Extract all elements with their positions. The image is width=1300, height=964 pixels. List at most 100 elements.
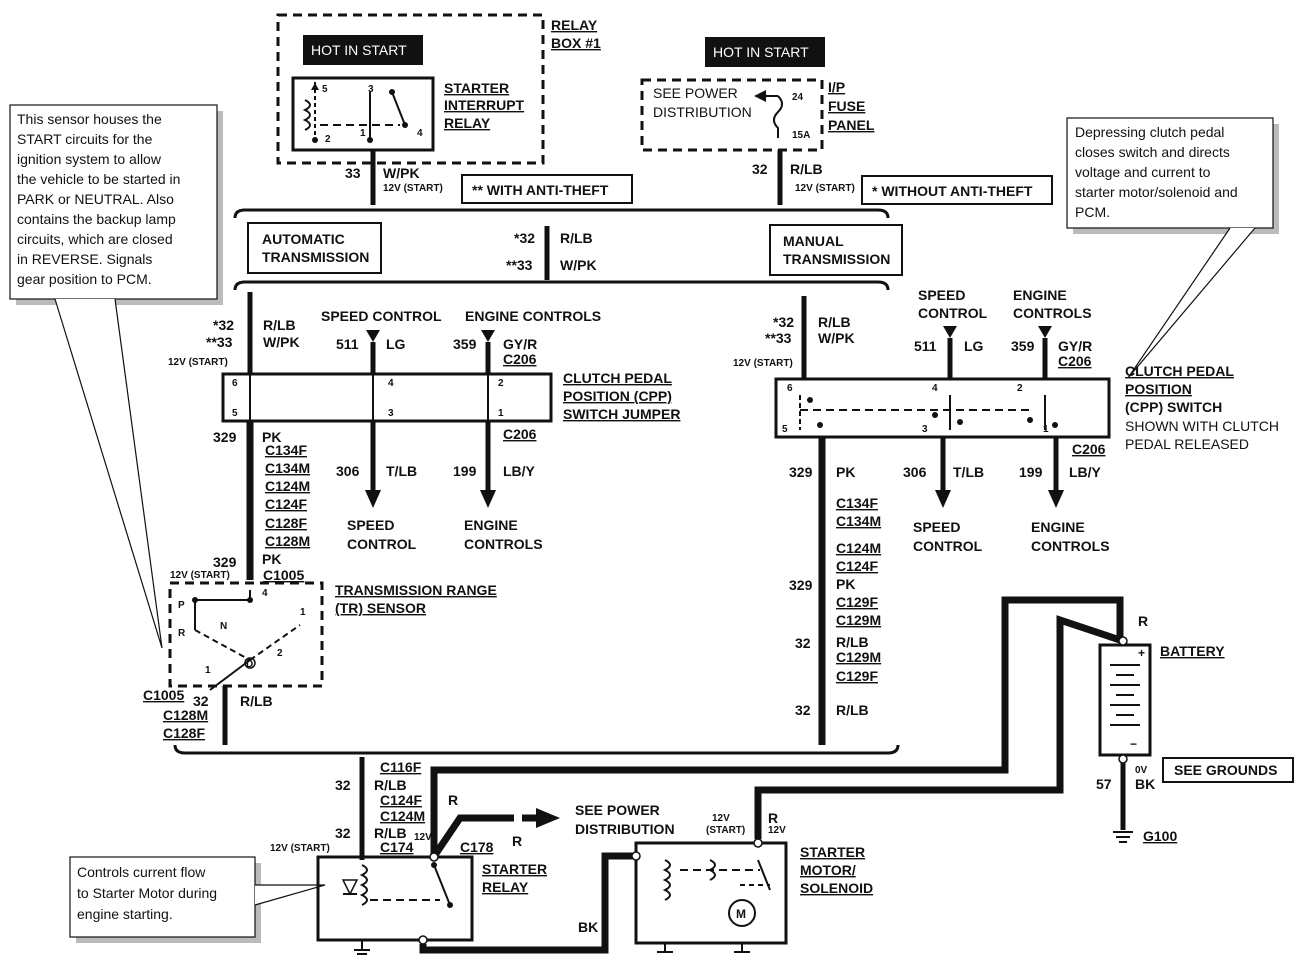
- diagram-label: +: [1138, 646, 1145, 660]
- tr-note-line-1: This sensor houses the: [17, 111, 162, 127]
- top-left-voltage: 12V (START): [383, 183, 443, 194]
- right-speed-control-2: CONTROL: [918, 305, 988, 321]
- diagram-label: −: [1130, 737, 1137, 751]
- diagram-label: 511: [914, 338, 937, 354]
- diagram-label: 359: [1011, 338, 1035, 354]
- diagram-label: R/LB: [263, 317, 296, 333]
- mid-color-32: R/LB: [560, 230, 593, 246]
- without-anti-theft: * WITHOUT ANTI-THEFT: [872, 183, 1033, 199]
- ground-label: G100: [1143, 828, 1177, 844]
- diagram-label: 12V: [414, 832, 432, 843]
- diagram-label: 199: [1019, 464, 1043, 480]
- diagram-label: 306: [336, 463, 360, 479]
- battery-label: BATTERY: [1160, 643, 1225, 659]
- clutch-callout: Depressing clutch pedal closes switch an…: [1066, 117, 1279, 379]
- diagram-label: D: [246, 659, 253, 670]
- mid-color-33: W/PK: [560, 257, 597, 273]
- diagram-label: 359: [453, 336, 477, 352]
- relay-note-line-1: Controls current flow: [77, 864, 206, 880]
- left-speed-control-label: SPEED CONTROL: [321, 308, 442, 324]
- tr-note-line-9: gear position to PCM.: [17, 271, 152, 287]
- see-grounds-box: [1162, 757, 1294, 783]
- diagram-label: R/LB: [836, 702, 869, 718]
- with-anti-theft: ** WITH ANTI-THEFT: [472, 182, 609, 198]
- diagram-label: GY/R: [503, 336, 537, 352]
- diagram-label: 1: [360, 128, 366, 139]
- relay-box-label-1: RELAY: [551, 17, 598, 33]
- diagram-label: C206: [503, 351, 537, 367]
- diagram-label: 306: [903, 464, 927, 480]
- diagram-label: 32: [795, 635, 811, 651]
- left-speed-control-out-1: SPEED: [347, 517, 394, 533]
- diagram-label: 1: [1043, 424, 1049, 435]
- mid-circuit-33: **33: [506, 257, 533, 273]
- diagram-label: C124M: [265, 478, 310, 494]
- diagram-label: 0V: [1135, 765, 1148, 776]
- cpp-jumper-label-1: CLUTCH PEDAL: [563, 370, 672, 386]
- manual-transmission-1: MANUAL: [783, 233, 844, 249]
- diagram-label: R/LB: [374, 825, 407, 841]
- diagram-label: 4: [262, 588, 268, 599]
- with-anti-theft-box: [461, 174, 633, 204]
- starter-interrupt-relay-box: [291, 76, 435, 152]
- starter-interrupt-relay-label-2: INTERRUPT: [444, 97, 525, 113]
- clutch-note-line-5: PCM.: [1075, 204, 1110, 220]
- right-speed-control-1: SPEED: [918, 287, 965, 303]
- manual-transmission-2: TRANSMISSION: [783, 251, 890, 267]
- left-engine-controls-out-1: ENGINE: [464, 517, 518, 533]
- right-engine-controls-out-1: ENGINE: [1031, 519, 1085, 535]
- diagram-label: T/LB: [386, 463, 417, 479]
- diagram-label: T/LB: [953, 464, 984, 480]
- top-left-color: W/PK: [383, 165, 420, 181]
- diagram-label: C1005: [143, 687, 184, 703]
- diagram-label: 32: [193, 693, 209, 709]
- diagram-label: LG: [386, 336, 406, 352]
- diagram-label: PK: [836, 576, 855, 592]
- tr-note-line-3: ignition system to allow: [17, 151, 162, 167]
- cpp-switch-label-5: PEDAL RELEASED: [1125, 436, 1249, 452]
- diagram-label: 329: [789, 464, 813, 480]
- diagram-label: R: [448, 792, 458, 808]
- tr-sensor-label-2: (TR) SENSOR: [335, 600, 426, 616]
- manual-transmission-box: [769, 224, 903, 276]
- tr-sensor-box: [168, 581, 324, 688]
- diagram-label: R: [1138, 613, 1148, 629]
- top-right-color: R/LB: [790, 161, 823, 177]
- diagram-label: LB/Y: [1069, 464, 1102, 480]
- tr-note-line-2: START circuits for the: [17, 131, 153, 147]
- right-speed-control-out-2: CONTROL: [913, 538, 983, 554]
- diagram-label: (START): [706, 825, 745, 836]
- diagram-label: C129F: [836, 594, 878, 610]
- diagram-label: 199: [453, 463, 477, 479]
- hot-in-start-left: HOT IN START: [311, 42, 407, 58]
- diagram-label: 5: [232, 408, 238, 419]
- clutch-note-line-1: Depressing clutch pedal: [1075, 124, 1224, 140]
- cpp-switch-label-3: (CPP) SWITCH: [1125, 399, 1222, 415]
- cpp-switch-label-2: POSITION: [1125, 381, 1192, 397]
- diagram-label: C129F: [836, 668, 878, 684]
- ip-fuse-panel-label-2: FUSE: [828, 98, 865, 114]
- diagram-label: 4: [932, 383, 938, 394]
- diagram-label: 2: [1017, 383, 1023, 394]
- diagram-label: BK: [578, 919, 598, 935]
- starter-relay-label-1: STARTER: [482, 861, 547, 877]
- hot-in-start-badge-left: [303, 35, 423, 65]
- diagram-label: R/LB: [240, 693, 273, 709]
- diagram-label: 15A: [792, 130, 810, 141]
- see-grounds: SEE GROUNDS: [1174, 762, 1277, 778]
- diagram-label: 2: [498, 378, 504, 389]
- diagram-label: 4: [388, 378, 394, 389]
- cpp-switch-jumper-box: [221, 372, 553, 423]
- diagram-label: R/LB: [836, 634, 869, 650]
- clutch-note-line-4: starter motor/solenoid and: [1075, 184, 1238, 200]
- diagram-label: PK: [836, 464, 855, 480]
- tr-note-line-5: PARK or NEUTRAL. Also: [17, 191, 174, 207]
- see-power-dist-bottom-1: SEE POWER: [575, 802, 660, 818]
- without-anti-theft-box: [861, 175, 1053, 205]
- top-right-voltage: 12V (START): [795, 183, 855, 194]
- see-power-dist-top-1: SEE POWER: [653, 85, 738, 101]
- diagram-label: LB/Y: [503, 463, 536, 479]
- left-auto-section: *32 **33 R/LB W/PK 12V (START) SPEED CON…: [143, 292, 680, 745]
- starter-interrupt-relay-label-3: RELAY: [444, 115, 491, 131]
